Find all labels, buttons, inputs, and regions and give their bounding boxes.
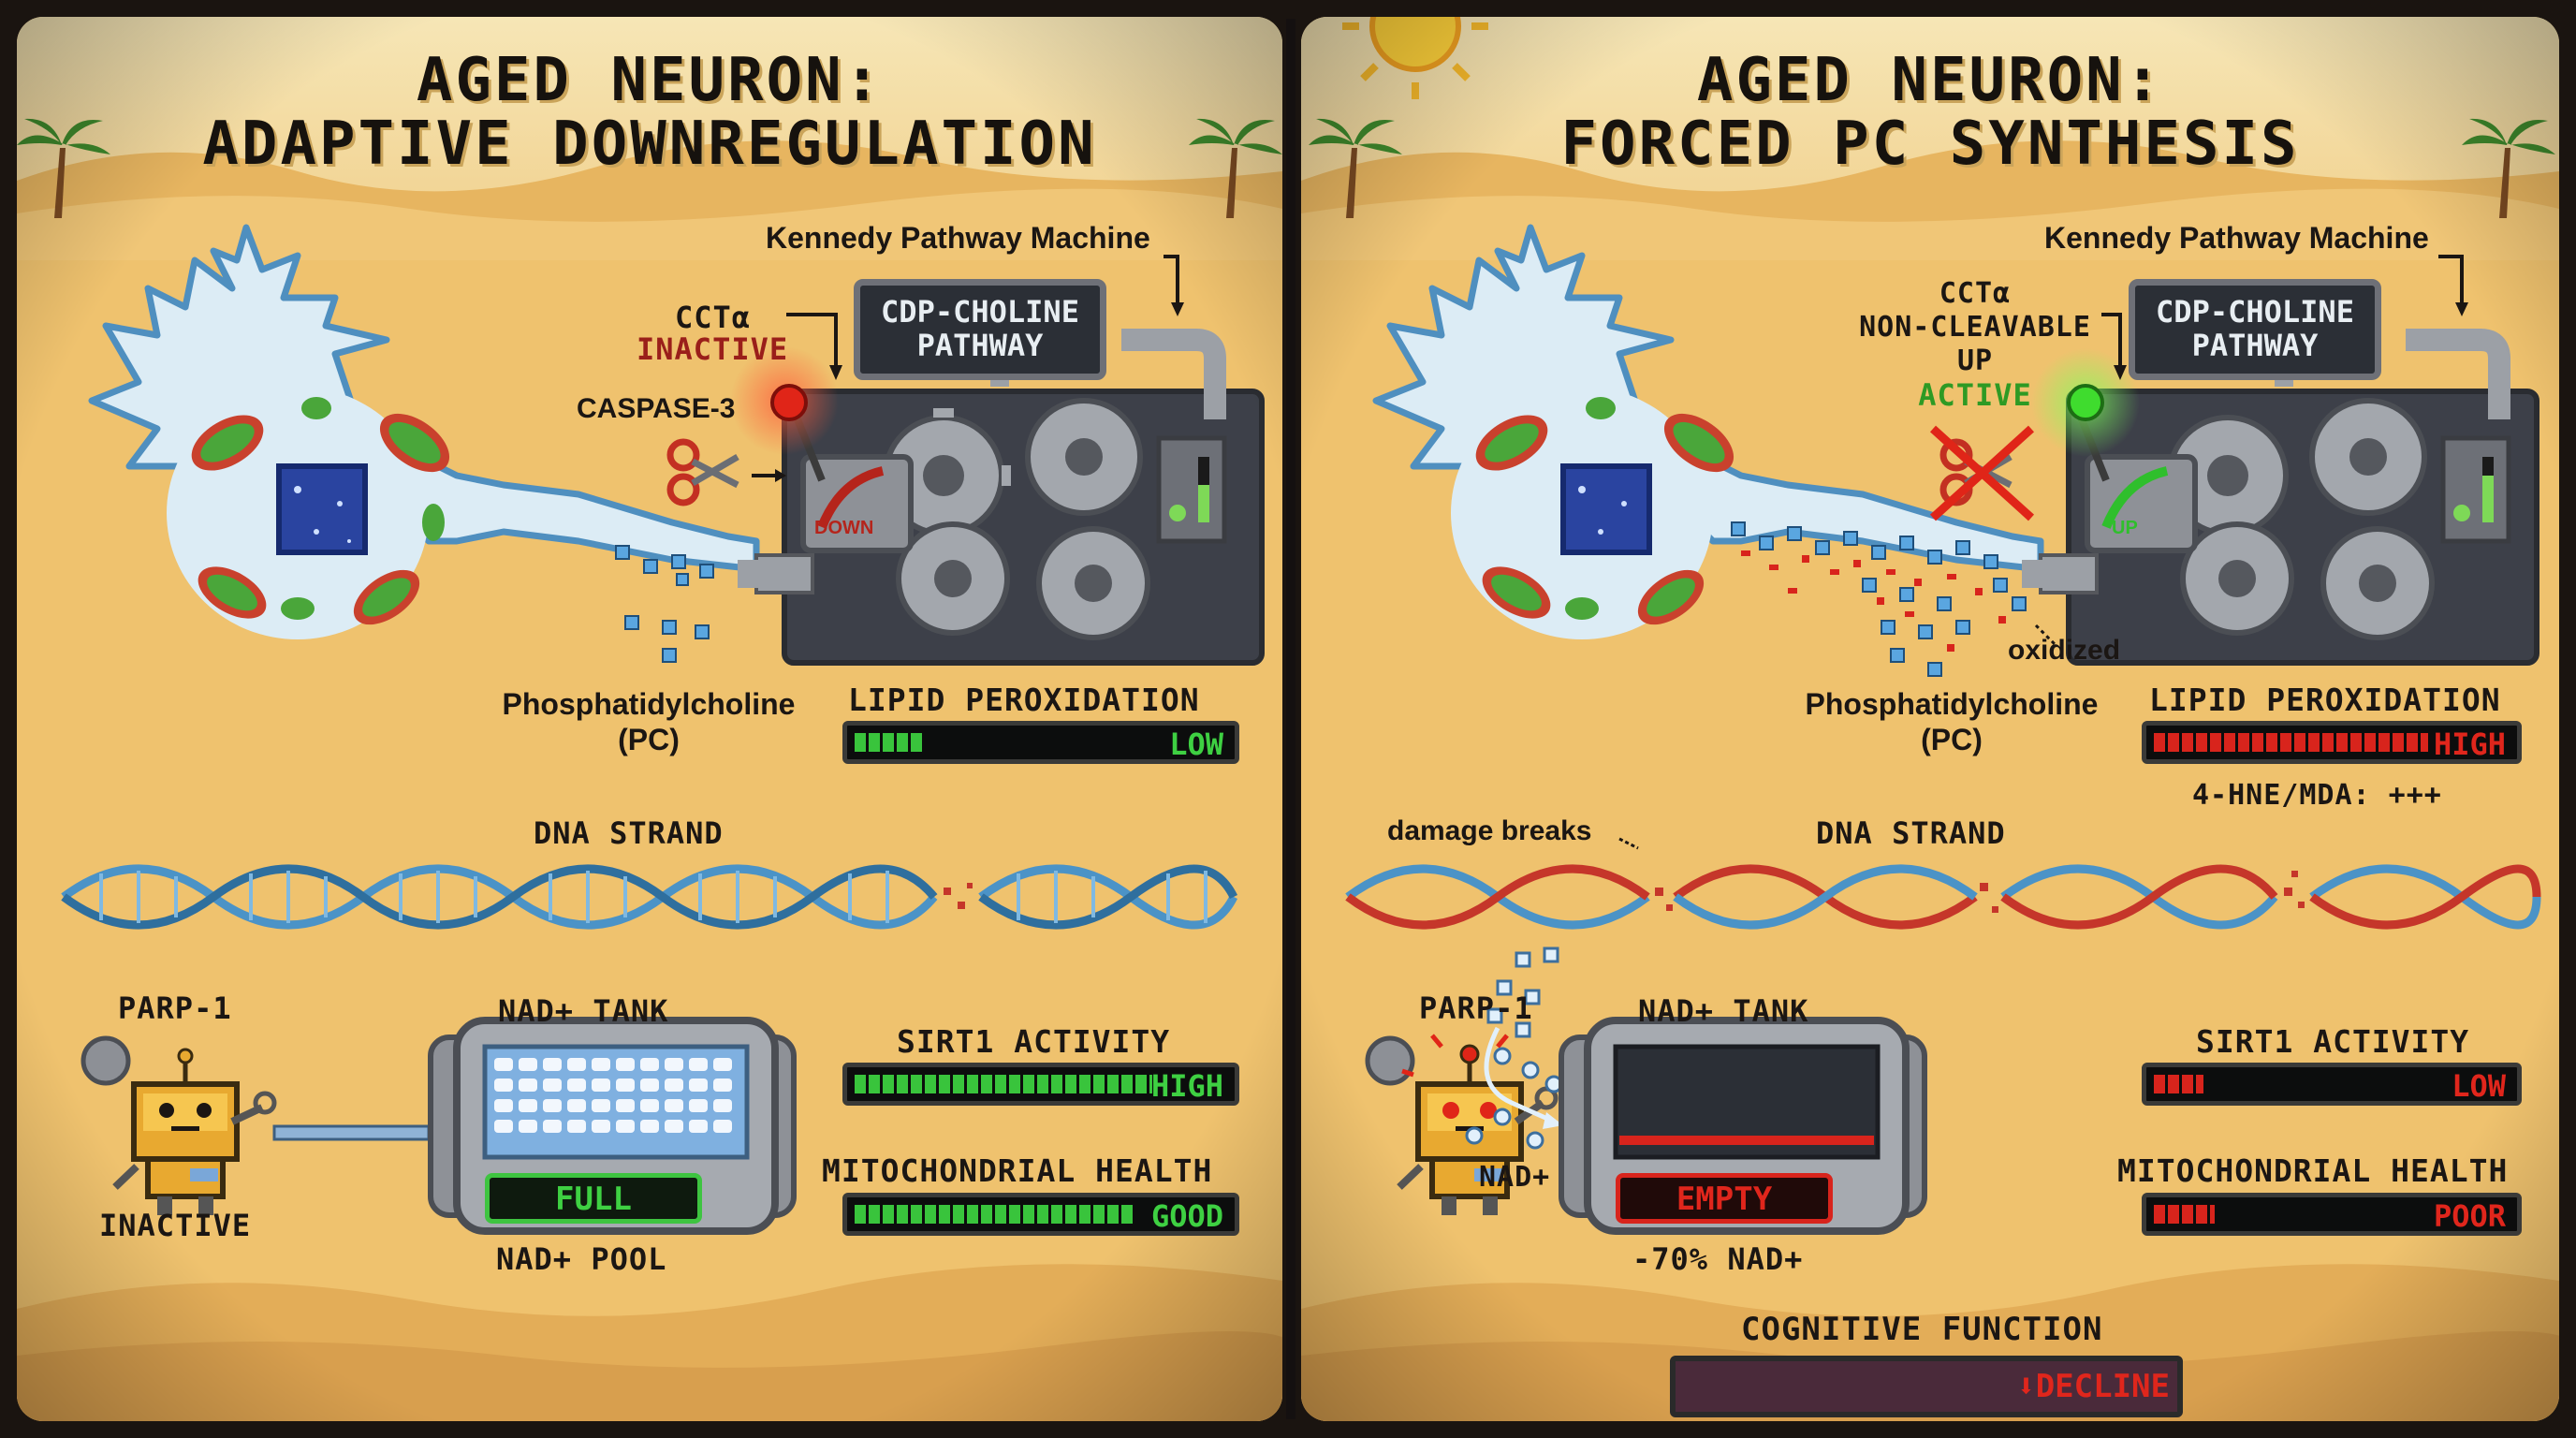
lipid-peroxidation-fill xyxy=(2154,733,2428,752)
gear-icon xyxy=(2180,521,2294,636)
panel-adaptive-downregulation: AGED NEURON: ADAPTIVE DOWNREGULATION Ken… xyxy=(17,17,1282,1421)
mitochondrial-health-label: MITOCHONDRIAL HEALTH xyxy=(822,1152,1213,1189)
machine-screen-line-1: CDP-CHOLINE xyxy=(2156,294,2354,330)
cct-knob-red xyxy=(770,384,808,421)
kennedy-pathway-label: Kennedy Pathway Machine xyxy=(2044,221,2429,255)
lipid-peroxidation-label: LIPID PEROXIDATION xyxy=(848,682,1200,718)
machine-screen: CDP-CHOLINE PATHWAY xyxy=(2129,279,2381,380)
dna-strand-label: DNA STRAND xyxy=(1816,815,2006,851)
sirt1-activity-label: SIRT1 ACTIVITY xyxy=(2196,1023,2470,1060)
gear-icon xyxy=(896,521,1010,636)
mitochondrial-health-meter: GOOD xyxy=(842,1193,1239,1236)
cct-label-group: CCTα NON-CLEAVABLE UP ACTIVE xyxy=(1844,277,2106,412)
pc-label: Phosphatidylcholine (PC) xyxy=(494,686,803,757)
lipid-marker-note: 4-HNE/MDA: +++ xyxy=(2192,779,2442,812)
cct-modifier-line-1: NON-CLEAVABLE xyxy=(1859,311,2091,344)
sirt1-activity-meter: LOW xyxy=(2142,1063,2522,1106)
gear-icon xyxy=(2320,526,2435,640)
machine-screen-line-2: PATHWAY xyxy=(916,328,1044,363)
cct-state: INACTIVE xyxy=(637,331,789,367)
nad-tank-label: NAD+ TANK xyxy=(498,993,669,1029)
panel-forced-pc-synthesis: AGED NEURON: FORCED PC SYNTHESIS Kennedy… xyxy=(1301,17,2559,1421)
panel-title: AGED NEURON: ADAPTIVE DOWNREGULATION xyxy=(17,49,1282,176)
cct-modifier-line-2: UP xyxy=(1956,345,1994,377)
cct-label: CCTα xyxy=(1939,277,2012,310)
parp-1-label: PARP-1 xyxy=(1419,990,1533,1026)
parp-1-state: INACTIVE xyxy=(99,1208,252,1243)
mitochondrial-health-value: POOR xyxy=(2433,1198,2506,1234)
lipid-peroxidation-meter: LOW xyxy=(842,721,1239,764)
mitochondrial-health-fill xyxy=(855,1205,1134,1224)
title-line-1: AGED NEURON: xyxy=(1696,46,2164,115)
machine-screen-line-2: PATHWAY xyxy=(2191,328,2319,363)
panel-divider xyxy=(1286,19,1295,1419)
caspase-3-label: CASPASE-3 xyxy=(577,393,736,424)
damage-breaks-label: damage breaks xyxy=(1387,815,1592,846)
nad-tank-label: NAD+ TANK xyxy=(1638,993,1809,1029)
mitochondrial-health-meter: POOR xyxy=(2142,1193,2522,1236)
pc-label-line-2: (PC) xyxy=(618,723,680,756)
mitochondrial-health-fill xyxy=(2154,1205,2215,1224)
sirt1-activity-value: HIGH xyxy=(1150,1068,1223,1104)
gauge-label: UP xyxy=(2112,518,2138,538)
cognitive-function-label: COGNITIVE FUNCTION xyxy=(1741,1311,2103,1348)
machine-screen-line-1: CDP-CHOLINE xyxy=(881,294,1079,330)
lipid-peroxidation-value: HIGH xyxy=(2433,726,2506,762)
sirt1-activity-fill xyxy=(855,1075,1152,1093)
gear-icon xyxy=(1025,398,1143,516)
lipid-peroxidation-value: LOW xyxy=(1169,726,1223,762)
nad-drop-label: -70% NAD+ xyxy=(1632,1241,1804,1277)
cognitive-function-meter: ⬇DECLINE xyxy=(1670,1356,2183,1417)
sirt1-activity-meter: HIGH xyxy=(842,1063,1239,1106)
pc-label: Phosphatidylcholine (PC) xyxy=(1797,686,2106,757)
cct-state: ACTIVE xyxy=(1918,377,2032,413)
title-line-1: AGED NEURON: xyxy=(416,46,884,115)
mitochondrial-health-value: GOOD xyxy=(1150,1198,1223,1234)
down-arrow-icon: ⬇ xyxy=(2016,1368,2036,1405)
title-line-2: ADAPTIVE DOWNREGULATION xyxy=(202,110,1097,179)
parp-1-label: PARP-1 xyxy=(118,990,232,1026)
cognitive-function-value: DECLINE xyxy=(2035,1368,2170,1405)
mitochondrial-health-label: MITOCHONDRIAL HEALTH xyxy=(2117,1152,2509,1189)
gear-icon xyxy=(1036,526,1150,640)
title-line-2: FORCED PC SYNTHESIS xyxy=(1560,110,2300,179)
nad-flow-label: NAD+ xyxy=(1479,1161,1551,1194)
lipid-peroxidation-meter: HIGH xyxy=(2142,721,2522,764)
panel-title: AGED NEURON: FORCED PC SYNTHESIS xyxy=(1301,49,2559,176)
nad-tank-state-badge: EMPTY xyxy=(1616,1173,1833,1224)
nad-pool-label: NAD+ POOL xyxy=(496,1241,667,1277)
cognitive-function-value-wrap: ⬇DECLINE xyxy=(2016,1361,2170,1412)
pc-label-line-2: (PC) xyxy=(1921,723,1983,756)
lipid-peroxidation-fill xyxy=(855,733,922,752)
gauge-label: DOWN xyxy=(814,518,874,538)
lipid-peroxidation-label: LIPID PEROXIDATION xyxy=(2149,682,2501,718)
oxidized-label: oxidized xyxy=(2008,635,2121,666)
pc-label-line-1: Phosphatidylcholine xyxy=(1805,687,2099,721)
pc-label-line-1: Phosphatidylcholine xyxy=(502,687,796,721)
cct-label: CCTα xyxy=(675,300,752,335)
kennedy-pathway-label: Kennedy Pathway Machine xyxy=(766,221,1150,255)
sirt1-activity-fill xyxy=(2154,1075,2203,1093)
gear-icon xyxy=(2309,398,2427,516)
sirt1-activity-value: LOW xyxy=(2452,1068,2506,1104)
sirt1-activity-label: SIRT1 ACTIVITY xyxy=(897,1023,1171,1060)
machine-screen: CDP-CHOLINE PATHWAY xyxy=(854,279,1106,380)
nad-tank-state-badge: FULL xyxy=(485,1173,702,1224)
dna-strand-label: DNA STRAND xyxy=(534,815,724,851)
